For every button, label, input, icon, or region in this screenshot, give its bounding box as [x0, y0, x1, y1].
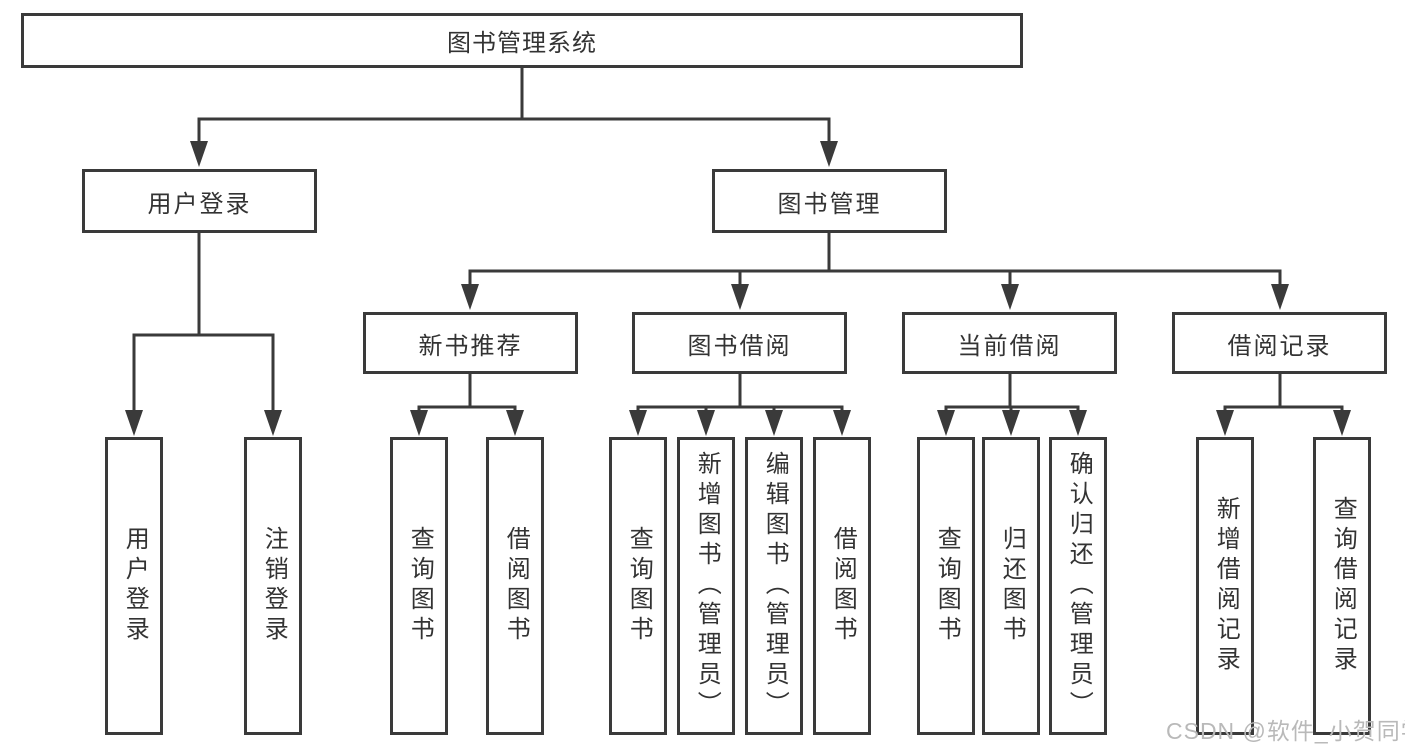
node-label: 图书管理 — [777, 190, 882, 218]
arrow-down-icon — [125, 141, 1351, 436]
leaf-add-borrow-record: 新增借阅记录 — [1196, 437, 1254, 735]
node-book-management: 图书管理 — [712, 169, 947, 233]
node-borrow-records: 借阅记录 — [1172, 312, 1387, 374]
node-label: 借阅图书 — [829, 526, 857, 646]
node-current-borrow: 当前借阅 — [902, 312, 1117, 374]
node-label: 查询图书 — [625, 526, 653, 646]
node-label: 借阅记录 — [1227, 332, 1332, 360]
leaf-search-borrow-record: 查询借阅记录 — [1313, 437, 1371, 735]
node-new-book-recommend: 新书推荐 — [363, 312, 578, 374]
node-library-management-system: 图书管理系统 — [21, 13, 1023, 68]
leaf-edit-book-admin: 编辑图书（管理员） — [745, 437, 803, 735]
csdn-watermark: CSDN @软件_小贺同学 — [1166, 718, 1405, 744]
node-label: 新增图书（管理员） — [693, 451, 721, 721]
node-label: 用户登录 — [121, 526, 149, 646]
node-label: 查询图书 — [406, 526, 434, 646]
node-label: 新书推荐 — [418, 332, 523, 360]
node-label: 编辑图书（管理员） — [761, 451, 789, 721]
node-label: 查询图书 — [933, 526, 961, 646]
node-label: 图书借阅 — [687, 332, 792, 360]
leaf-user-login: 用户登录 — [105, 437, 163, 735]
node-label: 查询借阅记录 — [1329, 496, 1357, 676]
leaf-confirm-return-admin: 确认归还（管理员） — [1049, 437, 1107, 735]
leaf-add-book-admin: 新增图书（管理员） — [677, 437, 735, 735]
node-label: 用户登录 — [147, 190, 252, 218]
leaf-borrow-books: 借阅图书 — [813, 437, 871, 735]
leaf-search-books: 查询图书 — [917, 437, 975, 735]
node-book-borrow: 图书借阅 — [632, 312, 847, 374]
leaf-search-books: 查询图书 — [609, 437, 667, 735]
leaf-borrow-books: 借阅图书 — [486, 437, 544, 735]
node-label: 新增借阅记录 — [1212, 496, 1240, 676]
leaf-search-books: 查询图书 — [390, 437, 448, 735]
node-user-login: 用户登录 — [82, 169, 317, 233]
node-label: 注销登录 — [260, 526, 288, 646]
leaf-return-book: 归还图书 — [982, 437, 1040, 735]
node-label: 图书管理系统 — [447, 30, 597, 57]
node-label: 当前借阅 — [957, 332, 1062, 360]
node-label: 确认归还（管理员） — [1065, 451, 1093, 721]
node-label: 借阅图书 — [502, 526, 530, 646]
leaf-logout: 注销登录 — [244, 437, 302, 735]
node-label: 归还图书 — [998, 526, 1026, 646]
